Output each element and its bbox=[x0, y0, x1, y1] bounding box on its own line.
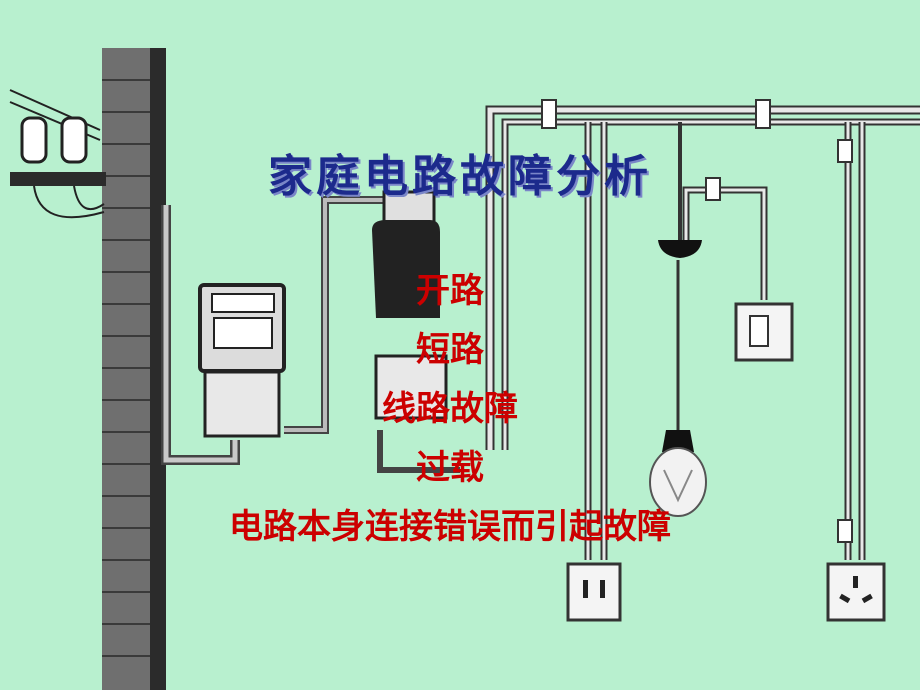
junction-clips bbox=[541, 99, 853, 543]
ceiling-lamp bbox=[649, 240, 707, 517]
fault-item-short-circuit: 短路 bbox=[416, 330, 484, 370]
fault-item-wiring-error: 电路本身连接错误而引起故障 bbox=[229, 507, 671, 547]
fault-item-overload: 过载 bbox=[416, 448, 484, 488]
insulator-bracket bbox=[9, 89, 106, 219]
fault-item-open-circuit: 开路 bbox=[416, 271, 484, 311]
slide-title: 家庭电路故障分析 bbox=[268, 151, 652, 202]
wall-switch bbox=[734, 302, 794, 362]
fault-list: 开路 短路 线路故障 过载 电路本身连接错误而引起故障 bbox=[0, 262, 900, 557]
wiring-conduits bbox=[485, 105, 920, 560]
electric-meter bbox=[198, 283, 286, 438]
wall-socket-three-pin bbox=[826, 562, 886, 622]
utility-pole bbox=[102, 48, 166, 690]
main-breaker bbox=[372, 190, 460, 473]
wall-socket-two-pin bbox=[566, 562, 622, 622]
fault-item-line-fault: 线路故障 bbox=[382, 389, 518, 429]
